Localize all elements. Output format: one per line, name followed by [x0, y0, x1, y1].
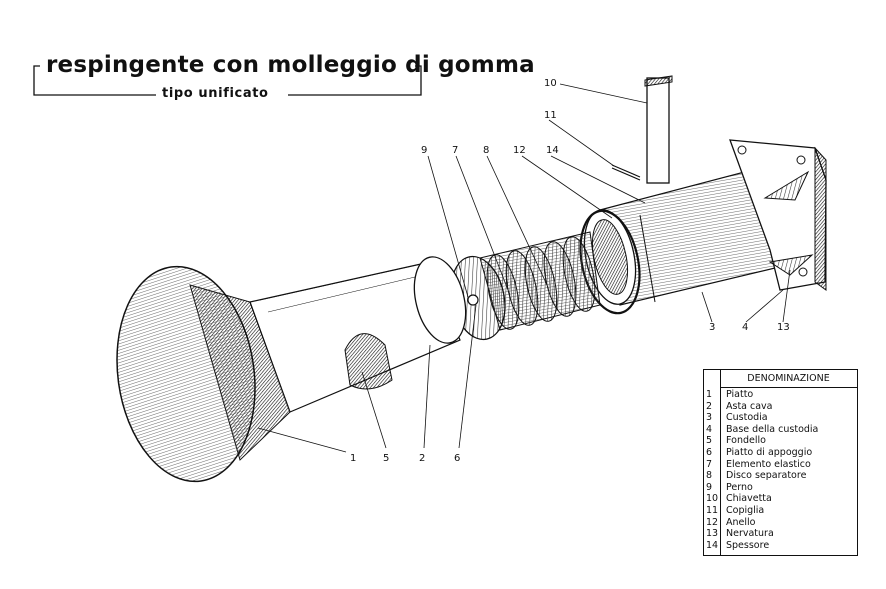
legend-name: Copiglia	[726, 504, 765, 516]
split-pin-copiglia	[611, 164, 641, 181]
legend-number: 9	[706, 481, 713, 493]
legend-row: 10 Chiavetta	[704, 493, 857, 505]
callout-10: 10	[544, 78, 557, 89]
legend-number: 5	[706, 435, 713, 447]
cotter-key-chiavetta	[644, 75, 673, 184]
callout-7: 7	[452, 145, 458, 156]
legend-number: 4	[706, 423, 713, 435]
callout-12: 12	[513, 145, 526, 156]
legend-header: DENOMINAZIONE	[720, 370, 857, 388]
callout-labels: 1 5 2 6 9 7 8 12 14 11 10 3 4 13	[350, 78, 790, 464]
legend-row: 6 Piatto di appoggio	[704, 447, 857, 459]
hollow-rod-asta-cava	[249, 256, 467, 413]
callout-1: 1	[350, 453, 356, 464]
legend-row: 12 Anello	[704, 517, 857, 529]
callout-13: 13	[777, 322, 790, 333]
legend-rows: 1 Piatto 2 Asta cava 3 Custodia 4 Base della…	[704, 389, 857, 551]
callout-4: 4	[742, 322, 748, 333]
legend-table: DENOMINAZIONE 1 Piatto 2 Asta cava 3 Custod…	[703, 369, 858, 556]
legend-row: 7 Elemento elastico	[704, 459, 857, 471]
legend-number: 7	[706, 458, 713, 470]
legend-name: Spessore	[726, 539, 770, 551]
callout-3: 3	[709, 322, 715, 333]
legend-row: 4 Base della custodia	[704, 424, 857, 436]
legend-name: Disco separatore	[726, 470, 807, 482]
diagram-subtitle: tipo unificato	[162, 86, 269, 101]
callout-11: 11	[544, 110, 557, 121]
legend-row: 14 Spessore	[704, 540, 857, 552]
leader-lines	[257, 83, 791, 453]
callout-8: 8	[483, 145, 489, 156]
legend-name: Elemento elastico	[726, 458, 811, 470]
callout-6: 6	[454, 453, 460, 464]
legend-row: 1 Piatto	[704, 389, 857, 401]
legend-number: 14	[706, 539, 719, 551]
callout-9: 9	[421, 145, 427, 156]
legend-number: 13	[706, 528, 719, 540]
legend-column-divider	[720, 370, 721, 555]
legend-row: 9 Perno	[704, 482, 857, 494]
legend-number: 1	[706, 389, 713, 400]
diagram-title: respingente con molleggio di gomma	[46, 52, 535, 78]
legend-row: 8 Disco separatore	[704, 470, 857, 482]
legend-number: 8	[706, 470, 713, 482]
callout-5: 5	[383, 453, 389, 464]
callout-14: 14	[546, 145, 559, 156]
legend-name: Anello	[726, 516, 756, 528]
legend-name: Custodia	[726, 412, 768, 424]
legend-name: Nervatura	[726, 528, 774, 540]
legend-name: Piatto	[726, 389, 754, 400]
housing-ribs	[763, 170, 814, 276]
legend-number: 12	[706, 516, 719, 528]
legend-number: 10	[706, 493, 719, 505]
legend-row: 13 Nervatura	[704, 528, 857, 540]
callout-2: 2	[419, 453, 425, 464]
legend-row: 11 Copiglia	[704, 505, 857, 517]
legend-row: 2 Asta cava	[704, 401, 857, 413]
legend-number: 2	[706, 400, 713, 412]
legend-number: 3	[706, 412, 713, 424]
legend-row: 5 Fondello	[704, 435, 857, 447]
legend-name: Chiavetta	[726, 493, 772, 505]
legend-number: 6	[706, 446, 713, 458]
legend-number: 11	[706, 504, 719, 516]
legend-name: Piatto di appoggio	[726, 446, 813, 458]
legend-row: 3 Custodia	[704, 412, 857, 424]
legend-name: Asta cava	[726, 400, 773, 412]
legend-name: Fondello	[726, 435, 766, 447]
legend-name: Base della custodia	[726, 423, 819, 435]
legend-name: Perno	[726, 481, 753, 493]
buffer-plate-piatto	[116, 265, 291, 483]
